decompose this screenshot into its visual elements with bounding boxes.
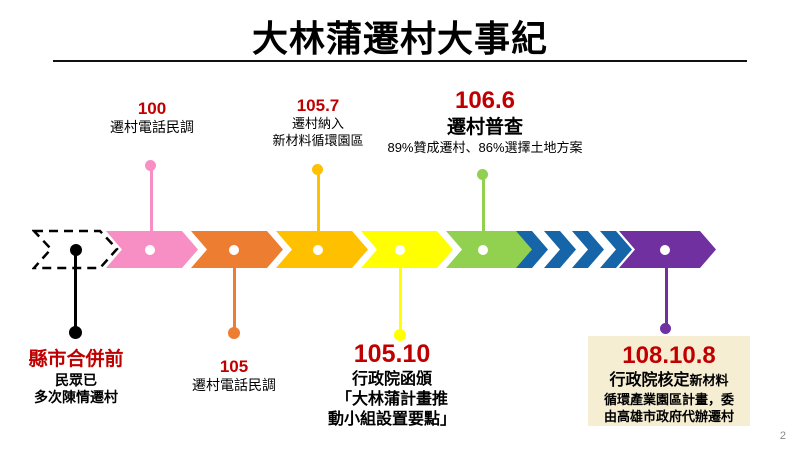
event-label-106-6: 106.6 遷村普查 89%贊成遷村、86%選擇土地方案	[368, 86, 602, 156]
event-text: 多次陳情遷村	[34, 389, 118, 406]
event-text: 「大林蒲計畫推	[335, 391, 448, 409]
chevron-blue-2	[544, 231, 576, 268]
event-date: 106.6	[454, 87, 516, 114]
connector-gold-dot	[312, 164, 323, 175]
connector-green-dot	[477, 169, 488, 180]
title-underline	[53, 60, 747, 62]
event-date: 105.7	[296, 96, 340, 115]
marker-dot-purple	[660, 245, 670, 255]
page-title: 大林蒲遷村大事紀	[251, 18, 548, 59]
event-text: 新材料循環園區	[272, 132, 364, 148]
event-text: 遷村電話民調	[110, 119, 194, 136]
event-date: 縣市合併前	[28, 349, 124, 370]
chevron-yellow	[361, 231, 453, 268]
connector-orange-dot	[228, 327, 240, 339]
marker-dot-orange	[229, 245, 239, 255]
connector-green	[482, 177, 485, 234]
marker-dot-gold	[313, 245, 323, 255]
event-date: 105	[219, 357, 249, 376]
event-text: 遷村電話民調	[192, 377, 276, 394]
event-date: 100	[137, 99, 167, 118]
event-heading: 遷村普查	[446, 117, 523, 138]
marker-dot-green	[478, 245, 488, 255]
marker-dot-pink	[145, 245, 155, 255]
connector-yellow	[399, 268, 402, 333]
connector-black	[74, 252, 77, 332]
event-label-105: 105 遷村電話民調	[172, 356, 296, 395]
marker-dot-yellow	[395, 245, 405, 255]
event-text: 行政院核定新材料	[588, 371, 750, 392]
event-text: 行政院函頒	[351, 371, 432, 389]
connector-purple-dot	[660, 323, 671, 334]
connector-gold	[317, 172, 320, 234]
event-label-100: 100 遷村電話民調	[90, 98, 214, 137]
event-lead: 行政院核定	[609, 372, 690, 390]
event-label-105-7: 105.7 遷村納入 新材料循環園區	[246, 95, 390, 149]
chevron-blue-3	[572, 231, 604, 268]
event-text: 遷村納入	[291, 116, 344, 132]
connector-pink-dot	[145, 160, 156, 171]
event-text: 由高雄市政府代辦遷村	[603, 408, 734, 424]
connector-yellow-dot	[394, 329, 406, 341]
event-date: 108.10.8	[622, 342, 716, 369]
connector-pink	[150, 168, 153, 234]
event-date: 105.10	[353, 340, 431, 368]
marker-dot-start	[70, 244, 82, 256]
event-text: 89%贊成遷村、86%選擇土地方案	[387, 139, 583, 155]
connector-orange	[233, 268, 236, 331]
page-number: 2	[779, 430, 786, 442]
event-label-105-10: 105.10 行政院函頒 「大林蒲計畫推 動小組設置要點」	[305, 339, 479, 430]
event-box-108-10-8: 108.10.8 行政院核定新材料 循環產業園區計畫，委 由高雄市政府代辦遷村	[588, 336, 750, 426]
event-label-pre-merger: 縣市合併前 民眾已 多次陳情遷村	[14, 348, 138, 407]
event-text: 動小組設置要點」	[327, 411, 456, 429]
connector-black-dot	[69, 326, 82, 339]
event-lead-suffix: 新材料	[689, 373, 729, 389]
connector-purple	[665, 268, 668, 328]
event-text: 循環產業園區計畫，委	[603, 391, 734, 407]
event-text: 民眾已	[55, 371, 97, 388]
